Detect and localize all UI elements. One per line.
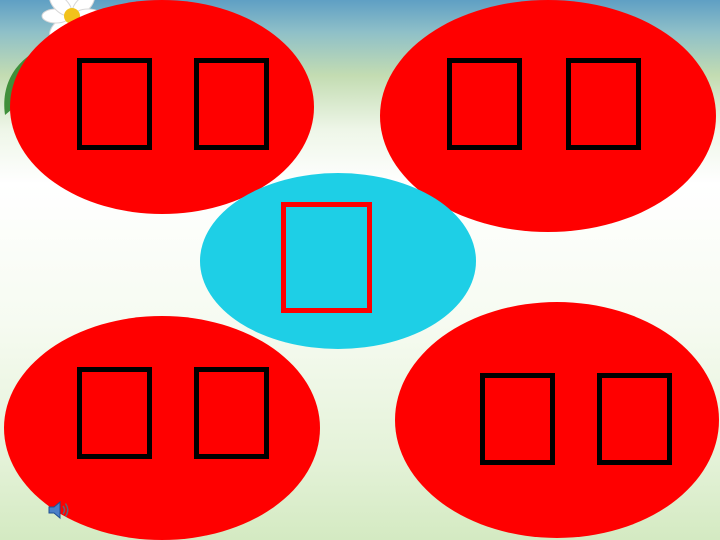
bubble-top-right: [380, 0, 716, 232]
glyph-box: [480, 373, 555, 465]
glyph-row-top-right: [447, 58, 641, 150]
glyph-box: [194, 367, 269, 459]
glyph-box: [77, 58, 152, 150]
glyph-box: [597, 373, 672, 465]
glyph-box: [77, 367, 152, 459]
glyph-box: [194, 58, 269, 150]
glyph-box: [447, 58, 522, 150]
glyph-row-top-left: [77, 58, 269, 150]
glyph-box: [281, 202, 372, 313]
speaker-icon[interactable]: [46, 498, 72, 522]
glyph-row-bottom-right: [480, 373, 672, 465]
glyph-box: [566, 58, 641, 150]
glyph-row-center: [281, 202, 372, 313]
bubble-bottom-right: [395, 302, 719, 538]
bubble-top-left: [10, 0, 314, 214]
glyph-row-bottom-left: [77, 367, 269, 459]
